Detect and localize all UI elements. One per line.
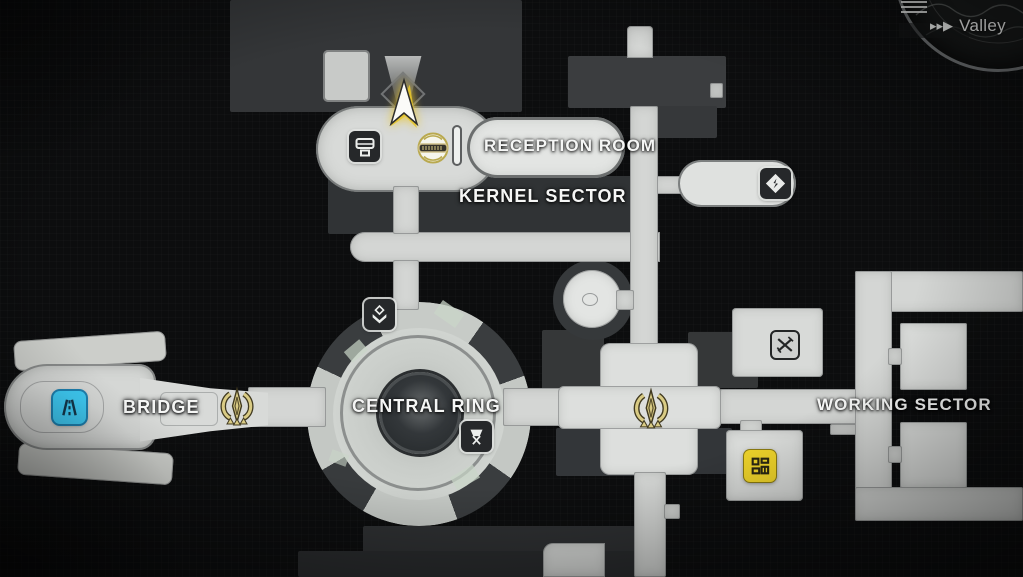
trophy-icon xyxy=(470,429,483,445)
corridor-stub xyxy=(664,504,680,519)
trophy-marker[interactable] xyxy=(461,421,492,452)
room-small xyxy=(323,50,370,102)
bridge-teleport-marker[interactable] xyxy=(53,391,86,424)
label-kernel-sector: KERNEL SECTOR xyxy=(459,186,627,206)
combat-marker[interactable] xyxy=(770,330,800,360)
door-marker xyxy=(454,127,460,164)
corridor-stub xyxy=(830,424,858,435)
space-anchor-icon xyxy=(633,387,669,429)
drop-point-icon xyxy=(372,304,387,324)
road-icon xyxy=(62,399,77,416)
corridor xyxy=(393,186,419,234)
save-station-icon xyxy=(355,137,374,156)
corridor xyxy=(616,290,634,310)
region-selector[interactable]: ▸▸▶ Valley xyxy=(930,16,1006,36)
lift-diamond-marker[interactable] xyxy=(760,168,791,199)
working-sector-bottom-bar xyxy=(855,487,1023,521)
lift-diamond-icon xyxy=(765,173,786,194)
drop-point-marker[interactable] xyxy=(364,299,395,330)
crossed-weapons-icon xyxy=(776,336,794,354)
corridor xyxy=(627,26,653,58)
corridor xyxy=(634,472,666,577)
region-name: Valley xyxy=(959,16,1006,35)
label-central-ring: CENTRAL RING xyxy=(352,396,501,416)
player-arrow-icon xyxy=(389,77,419,129)
space-anchor-junction[interactable] xyxy=(631,387,671,430)
treasure-marker[interactable] xyxy=(744,450,776,482)
label-bridge: BRIDGE xyxy=(123,397,200,417)
label-reception-room: RECEPTION ROOM xyxy=(484,136,657,155)
minimap-legend-icon xyxy=(901,1,927,13)
notch xyxy=(710,83,723,98)
working-room-top xyxy=(900,323,967,390)
label-working-sector: WORKING SECTOR xyxy=(817,395,992,414)
region-arrows-icon: ▸▸▶ xyxy=(930,18,954,34)
map-block xyxy=(568,56,726,108)
corridor xyxy=(350,232,660,262)
bottom-room xyxy=(543,543,605,577)
corridor-stub xyxy=(888,348,902,365)
player-marker xyxy=(374,54,432,142)
space-anchor-icon xyxy=(220,386,254,426)
space-anchor-bridge[interactable] xyxy=(218,386,256,427)
working-room-bottom xyxy=(900,422,967,488)
qr-icon xyxy=(751,457,770,475)
corridor xyxy=(393,260,419,310)
corridor-stub xyxy=(888,446,902,463)
ball-room-detail xyxy=(582,293,598,306)
